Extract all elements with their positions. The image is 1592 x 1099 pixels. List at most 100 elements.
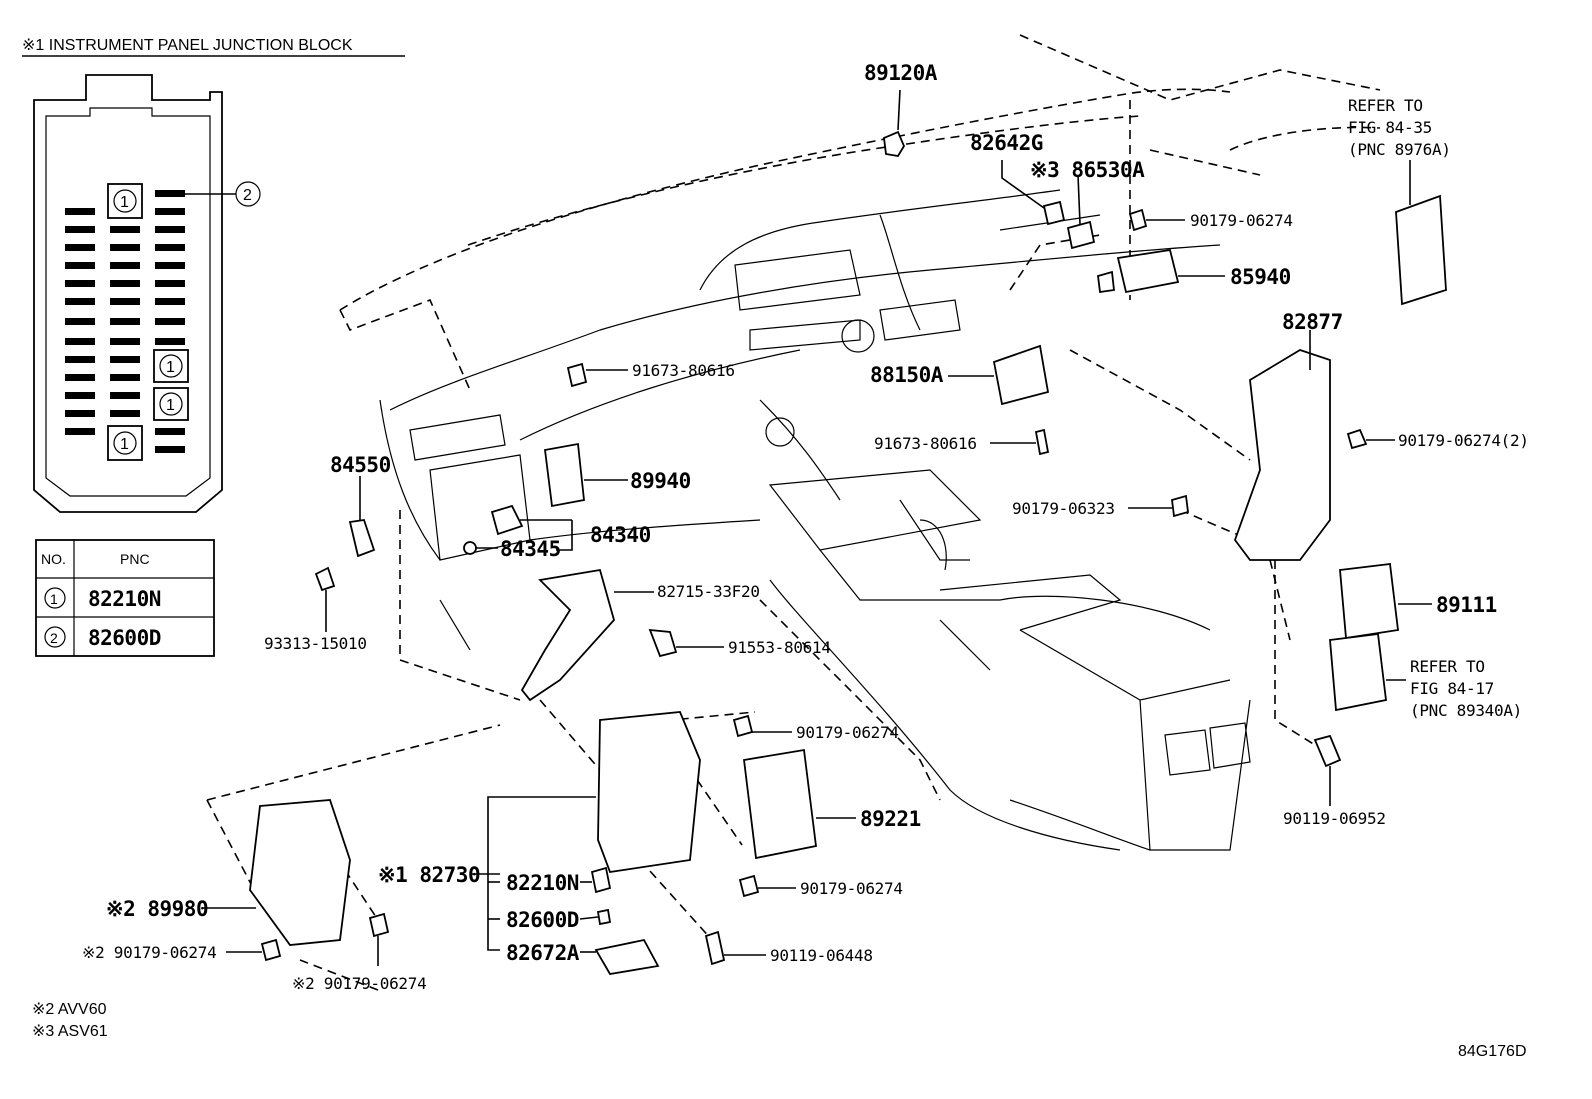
screw-91673-b: [1034, 428, 1050, 456]
callout-90119-06448: 90119-06448: [770, 946, 873, 965]
table-header-pnc: PNC: [120, 551, 150, 567]
module-89111: [1339, 562, 1399, 640]
module-8976a: [1395, 194, 1447, 306]
callout-90179-mid: 90179-06274: [796, 723, 899, 742]
bracket-85940: [1097, 270, 1115, 294]
svg-text:FIG 84-17: FIG 84-17: [1410, 679, 1494, 698]
lamp-84345: [463, 541, 477, 555]
screw-91673-a: [566, 362, 588, 388]
fuse-slots: [65, 190, 185, 453]
callout-82877: 82877: [1282, 310, 1343, 334]
callout-90179-06274-2: 90179-06274(2): [1398, 431, 1529, 450]
clip-90179-2: [1346, 428, 1368, 450]
callout-82730: ※1 82730: [378, 863, 480, 887]
ecu-89221: [743, 748, 817, 860]
callout-90179-low: 90179-06274: [800, 879, 903, 898]
clip-89120a: [883, 130, 906, 157]
clip-90179-low: [738, 874, 760, 898]
clip-90179-s2a: [260, 938, 282, 962]
fuse-column-left: [65, 208, 95, 435]
callout-84340: 84340: [590, 523, 651, 547]
cover-82672a: [594, 938, 660, 975]
callout-labels: 89120A 82642G ※3 86530A 90179-06274 8594…: [82, 61, 1529, 993]
relay-82210n: [590, 866, 612, 894]
leader-lines: [202, 89, 1432, 966]
sensor-84550: [348, 519, 376, 558]
callout-90179-06323: 90179-06323: [1012, 499, 1115, 518]
bolt-91553: [648, 628, 678, 658]
svg-text:2: 2: [50, 630, 58, 646]
callout-91673-b: 91673-80616: [874, 434, 977, 453]
svg-text:2: 2: [243, 187, 252, 204]
table-row2-pnc: 82600D: [88, 626, 161, 650]
svg-text:(PNC 89340A): (PNC 89340A): [1410, 701, 1522, 720]
relay-86530a: [1066, 220, 1096, 250]
callout-90179-s2b: ※2 90179-06274: [292, 974, 426, 993]
callout-85940: 85940: [1230, 265, 1291, 289]
callout-82210n: 82210N: [506, 871, 579, 895]
table-row1-pnc: 82210N: [88, 587, 161, 611]
switch-89940: [544, 442, 585, 508]
sensor-88150a: [992, 344, 1050, 406]
callout-89940: 89940: [630, 469, 691, 493]
callout-91553-80614: 91553-80614: [728, 638, 831, 657]
callout-89221: 89221: [860, 807, 921, 831]
clip-90179-06323: [1171, 494, 1189, 518]
callout-89120a: 89120A: [864, 61, 938, 85]
screw-93313: [314, 566, 336, 592]
callout-82642g: 82642G: [970, 131, 1043, 155]
callout-84345: 84345: [500, 537, 561, 561]
callout-91673-a: 91673-80616: [632, 361, 735, 380]
relay-marker-1c: 1: [153, 387, 189, 421]
relay-marker-1d: 1: [107, 425, 143, 461]
callout-86530a: ※3 86530A: [1030, 158, 1145, 182]
junction-block-inner-outline: [45, 107, 211, 497]
callout-82600d: 82600D: [506, 908, 579, 932]
callout-89980: ※2 89980: [106, 897, 208, 921]
part-illustrations: [249, 130, 1447, 975]
clip-90179-top: [1128, 208, 1148, 232]
pnc-table: NO. PNC 1 82210N 2 82600D: [35, 539, 215, 657]
junction-block-title: ※1 INSTRUMENT PANEL JUNCTION BLOCK: [22, 37, 353, 54]
callout-84550: 84550: [330, 453, 391, 477]
fuse-82600d: [596, 908, 612, 926]
table-header-no: NO.: [41, 551, 66, 567]
svg-text:REFER TO: REFER TO: [1348, 96, 1423, 115]
bolt-90119-06952: [1313, 734, 1342, 768]
svg-text:1: 1: [166, 359, 175, 376]
svg-text:1: 1: [166, 397, 175, 414]
svg-text:1: 1: [50, 591, 58, 607]
instrument-panel-outline: [206, 34, 1381, 991]
fuse-column-right: [155, 190, 185, 453]
junction-block-inset: ※1 INSTRUMENT PANEL JUNCTION BLOCK: [22, 37, 405, 513]
bracket-82715: [520, 568, 616, 702]
refer-note-top: REFER TO FIG 84-35 (PNC 8976A): [1348, 96, 1451, 159]
relay-marker-1a: 1: [107, 183, 143, 219]
svg-text:REFER TO: REFER TO: [1410, 657, 1485, 676]
refer-note-right: REFER TO FIG 84-17 (PNC 89340A): [1410, 657, 1522, 720]
footnote-avv60: ※2 AVV60: [32, 1001, 107, 1018]
callout-90179-s2a: ※2 90179-06274: [82, 943, 216, 962]
callout-90179-top: 90179-06274: [1190, 211, 1293, 230]
part-82642g: [1042, 200, 1066, 226]
module-89340a: [1329, 632, 1387, 712]
callout-88150a: 88150A: [870, 363, 944, 387]
clip-90179-mid: [732, 714, 754, 738]
clip-90179-s2b: [368, 912, 390, 938]
figure-id: 84G176D: [1458, 1043, 1527, 1060]
module-85940: [1116, 248, 1180, 294]
bracket-82877: [1233, 349, 1331, 561]
callout-90119-06952: 90119-06952: [1283, 809, 1386, 828]
svg-text:1: 1: [120, 194, 129, 211]
bracket-89980: [249, 799, 351, 946]
svg-text:FIG 84-35: FIG 84-35: [1348, 118, 1432, 137]
relay-marker-1b: 1: [153, 349, 189, 383]
svg-text:(PNC 8976A): (PNC 8976A): [1348, 140, 1451, 159]
fuse-column-middle: [110, 226, 140, 417]
callout-82715-33f20: 82715-33F20: [657, 582, 760, 601]
junction-block-82730: [597, 711, 701, 873]
svg-text:1: 1: [120, 436, 129, 453]
footnote-asv61: ※3 ASV61: [32, 1023, 108, 1040]
fuse-marker-2: 2: [185, 181, 261, 207]
